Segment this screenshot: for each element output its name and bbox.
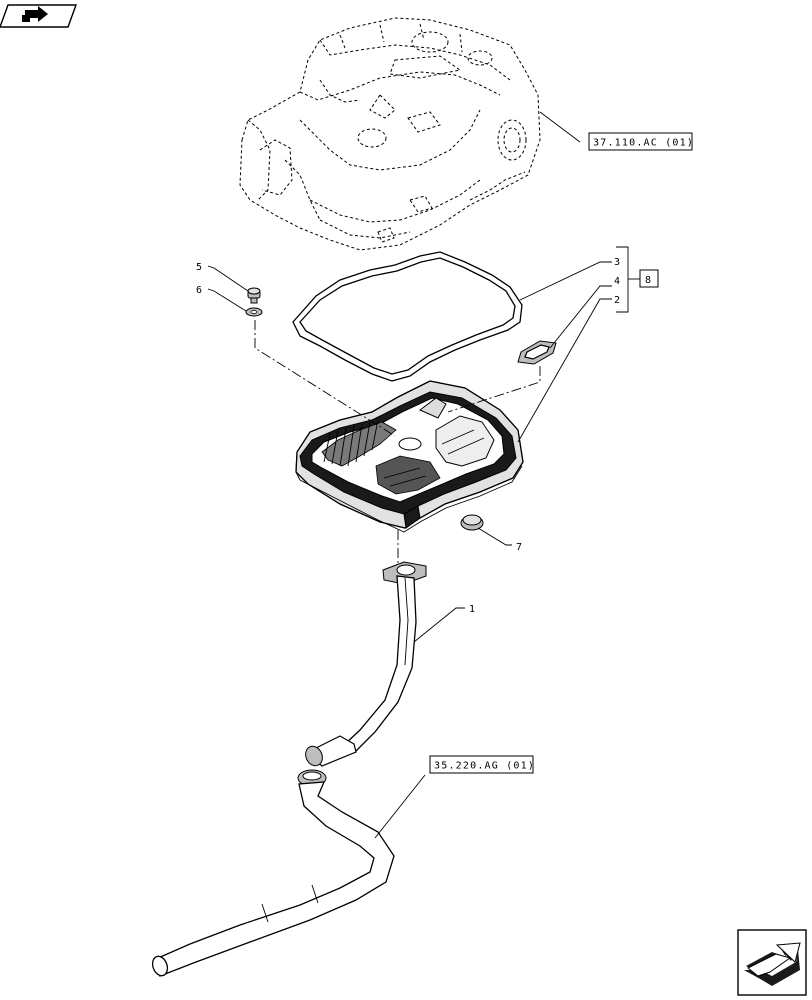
reference-box-upper-housing[interactable]: 37.110.AC (01) [588,132,694,151]
callout-6[interactable]: 6 [196,285,202,296]
washer [245,307,263,317]
callout-5[interactable]: 5 [196,262,202,273]
navigation-arrow-icon[interactable] [0,4,77,28]
callout-3[interactable]: 3 [614,257,620,268]
reference-box-lower-hose[interactable]: 35.220.AG (01) [429,755,535,774]
callout-4[interactable]: 4 [614,276,620,287]
callout-8[interactable]: 8 [645,275,651,286]
reference-label-lower-hose: 35.220.AG (01) [434,761,535,772]
gasket [292,251,523,382]
callout-2[interactable]: 2 [614,295,620,306]
callout-7[interactable]: 7 [516,542,522,553]
bolt [247,287,261,304]
callout-1[interactable]: 1 [469,604,475,615]
drain-plug [460,514,484,531]
callout-box-8[interactable] [639,269,659,288]
seal-ring [517,340,557,365]
upper-housing [239,17,541,251]
next-page-arrow-icon[interactable] [737,929,807,996]
suction-pipe [305,561,427,767]
lower-hose [151,769,395,977]
reference-label-upper-housing: 37.110.AC (01) [593,138,694,149]
oil-pan [295,380,524,533]
